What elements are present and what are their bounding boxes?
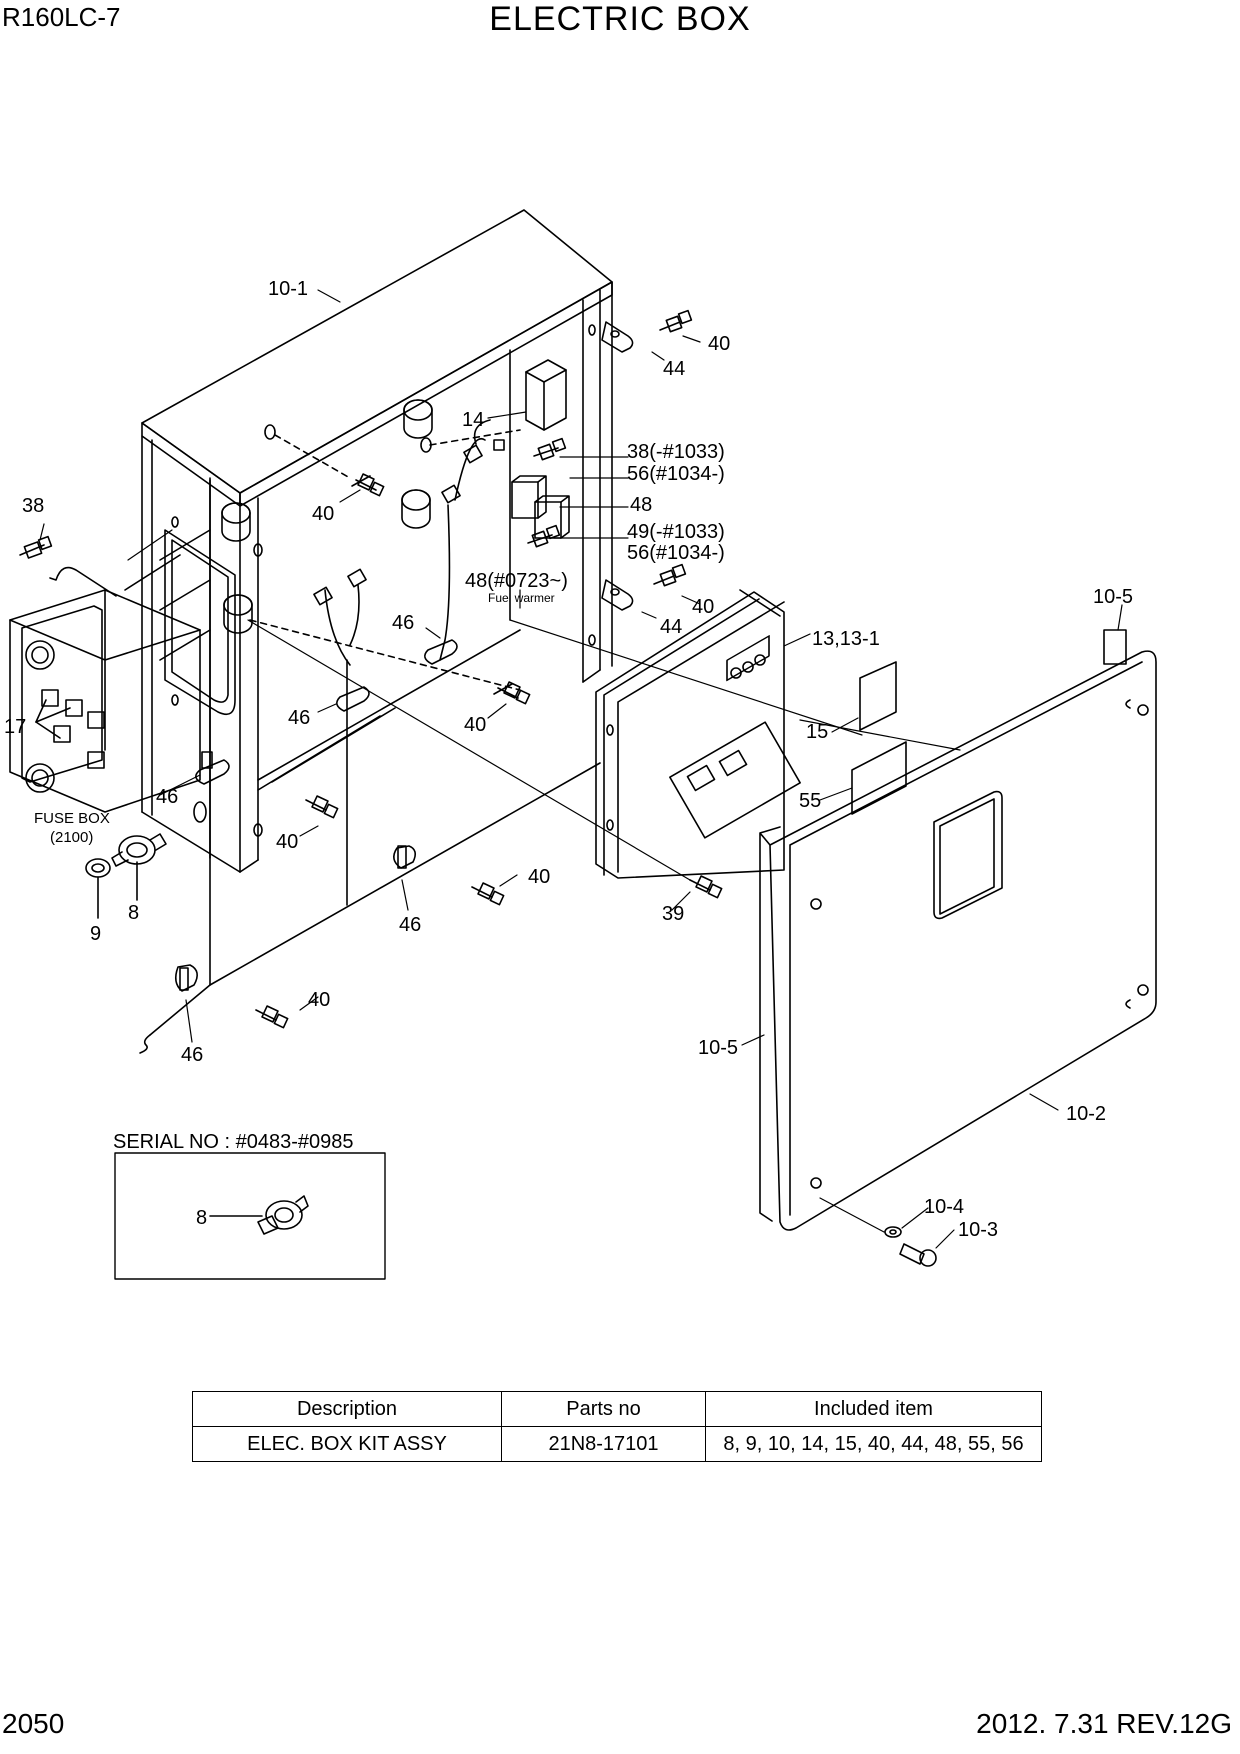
leader-lines: [127, 529, 961, 1233]
callout-10-5-left: 10-5: [698, 1037, 738, 1059]
callout-46-d: 46: [399, 914, 421, 936]
inset-key-switch: [209, 1195, 309, 1235]
callout-46-b: 46: [288, 707, 310, 729]
serial-inset-box: [114, 1152, 386, 1280]
kit-table-header-parts-no: Parts no: [501, 1391, 706, 1427]
callout-10-4: 10-4: [924, 1196, 964, 1218]
callout-9: 9: [90, 923, 101, 945]
harness-connectors: [313, 439, 505, 606]
cover-plate: [759, 629, 1157, 1231]
assembly-lines: [249, 429, 521, 691]
callout-46-e: 46: [181, 1044, 203, 1066]
serial-inset-callout: 8: [196, 1207, 207, 1229]
callout-40-b: 40: [692, 596, 714, 618]
page-title: ELECTRIC BOX: [489, 0, 751, 38]
callout-40-f: 40: [528, 866, 550, 888]
callout-10-1: 10-1: [268, 278, 308, 300]
kit-table-header-description: Description: [192, 1391, 502, 1427]
callout-44: 44: [663, 358, 685, 380]
callout-labels: 10-1 40 44 14 38(-#1033) 56(#1034-) 48 4…: [4, 278, 1133, 1241]
callout-17: 17: [4, 716, 26, 738]
callout-48-serial: 48(#0723~): [465, 570, 568, 592]
kit-table-header-row: Description Parts no Included item: [192, 1391, 1042, 1427]
callout-10-2: 10-2: [1066, 1103, 1106, 1125]
kit-table: Description Parts no Included item ELEC.…: [192, 1391, 1042, 1462]
page-number: 2050: [2, 1708, 65, 1739]
brackets-44: [601, 321, 634, 611]
fuse-box-label: FUSE BOX: [34, 810, 110, 827]
callout-14: 14: [462, 409, 484, 431]
callout-55: 55: [799, 790, 821, 812]
fuse-box: [9, 554, 201, 813]
callout-56-serial-b: 56(#1034-): [627, 542, 725, 564]
callout-46-a: 46: [392, 612, 414, 634]
callout-40-e: 40: [276, 831, 298, 853]
fuel-warmer-note: Fuel warmer: [488, 591, 555, 605]
cover-screw: [884, 1226, 937, 1267]
kit-parts-no-cell: 21N8-17101: [501, 1426, 706, 1462]
fuse-box-page-ref: (2100): [50, 829, 93, 846]
callout-13: 13,13-1: [812, 628, 880, 650]
callout-10-3: 10-3: [958, 1219, 998, 1241]
bolts: [19, 309, 723, 1029]
key-switch: [85, 833, 167, 919]
callout-56-serial: 56(#1034-): [627, 463, 725, 485]
callout-38-serial: 38(-#1033): [627, 441, 725, 463]
callout-15: 15: [806, 721, 828, 743]
relays: [511, 359, 570, 539]
callout-38: 38: [22, 495, 44, 517]
callout-40: 40: [708, 333, 730, 355]
callout-46-c: 46: [156, 786, 178, 808]
controller-unit: [595, 589, 801, 879]
kit-table-header-included-item: Included item: [705, 1391, 1042, 1427]
kit-included-items-cell: 8, 9, 10, 14, 15, 40, 44, 48, 55, 56: [705, 1426, 1042, 1462]
electric-box-housing: [141, 209, 613, 873]
callout-leaders: [39, 289, 1123, 1249]
warning-labels: [851, 661, 907, 815]
callout-40-d: 40: [464, 714, 486, 736]
table-row: ELEC. BOX KIT ASSY 21N8-17101 8, 9, 10, …: [192, 1426, 1042, 1462]
clamps-46: [174, 639, 458, 992]
callout-40-c: 40: [312, 503, 334, 525]
kit-description-cell: ELEC. BOX KIT ASSY: [192, 1426, 502, 1462]
model-number: R160LC-7: [2, 2, 121, 32]
revision-date: 2012. 7.31 REV.12G: [976, 1708, 1232, 1739]
callout-48: 48: [630, 494, 652, 516]
wire-harness: [139, 419, 601, 1054]
callout-44-b: 44: [660, 616, 682, 638]
callout-39: 39: [662, 903, 684, 925]
callout-10-5-top: 10-5: [1093, 586, 1133, 608]
callout-8: 8: [128, 902, 139, 924]
callout-40-g: 40: [308, 989, 330, 1011]
callout-49-serial: 49(-#1033): [627, 521, 725, 543]
serial-inset-label: SERIAL NO : #0483-#0985: [113, 1131, 354, 1153]
